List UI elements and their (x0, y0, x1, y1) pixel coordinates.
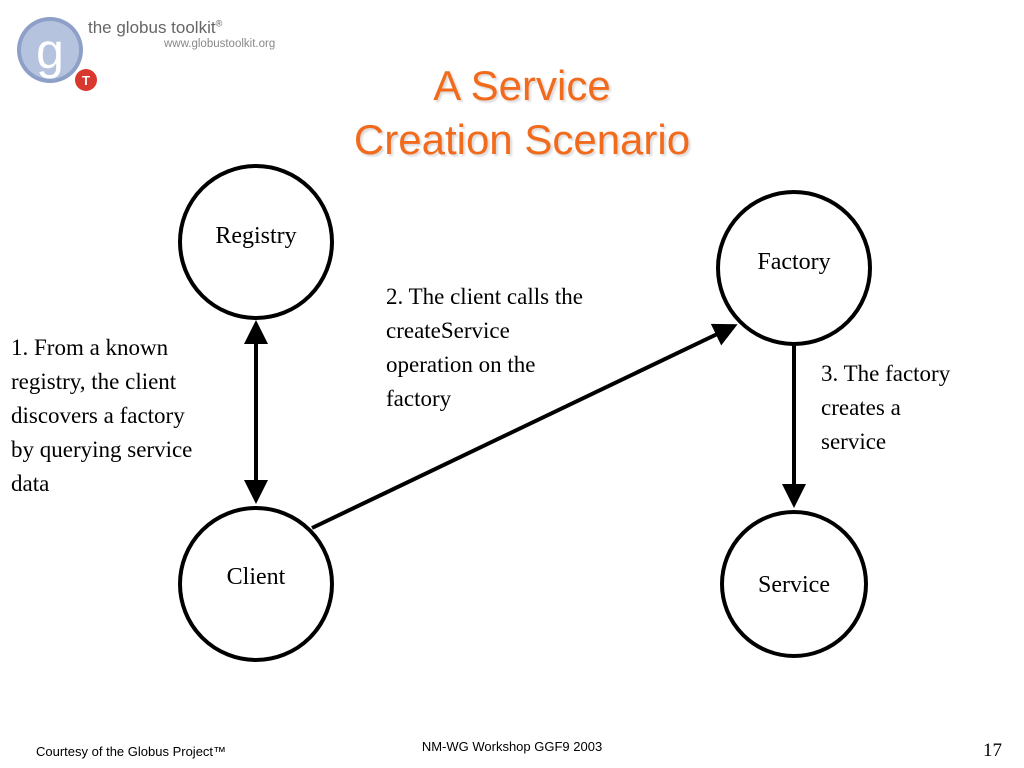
footer-courtesy: Courtesy of the Globus Project™ (36, 744, 227, 759)
service-label: Service (758, 572, 830, 598)
client-label: Client (226, 564, 286, 590)
client-factory-arrow (311, 323, 738, 530)
slide-title-line-1: A Service (433, 62, 611, 109)
logo-title: the globus toolkit® (88, 18, 223, 37)
footer-event: NM-WG Workshop GGF9 2003 (421, 739, 603, 754)
page-number: 17 (983, 740, 1002, 761)
logo-letter: g (36, 23, 64, 79)
registry-label: Registry (215, 223, 297, 249)
logo-url: www.globustoolkit.org (164, 38, 276, 50)
globus-logo-mark: g T (17, 17, 97, 91)
step-3-note: 3. The factory creates a service (821, 361, 951, 454)
logo-badge: T (82, 73, 90, 88)
registry-node (178, 164, 334, 320)
step-1-note: 1. From a known registry, the client dis… (11, 335, 193, 496)
service-node (720, 510, 868, 658)
factory-node (716, 190, 872, 346)
slide-title-line-2: Creation Scenario (353, 116, 691, 163)
client-node (178, 506, 334, 662)
step-2-note: 2. The client calls the createService op… (386, 284, 583, 411)
factory-label: Factory (757, 249, 831, 275)
globus-toolkit-logo: g T the globus toolkit® www.globustoolki… (14, 14, 314, 98)
